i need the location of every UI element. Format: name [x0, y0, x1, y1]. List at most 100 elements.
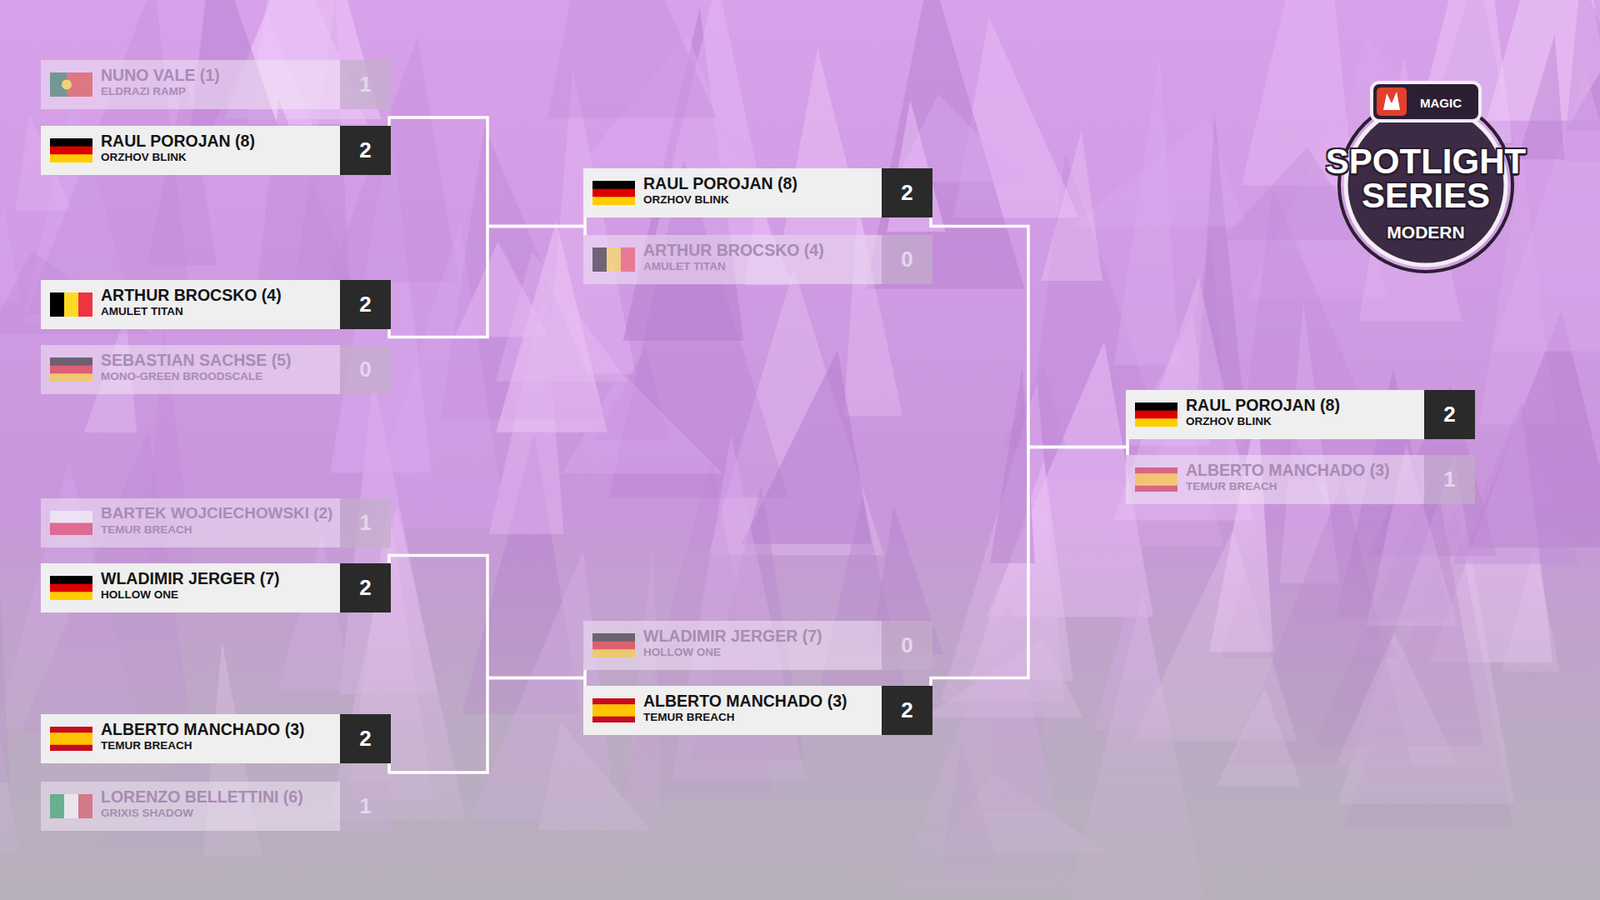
flag-stripe	[592, 641, 635, 650]
bracket-connector	[389, 555, 585, 679]
flag-stripe	[50, 357, 93, 366]
flag-stripe	[50, 591, 93, 600]
match-score: 1	[1424, 455, 1475, 505]
flag-stripe	[50, 365, 93, 375]
flag-emblem	[61, 80, 72, 90]
mountain-spike	[741, 350, 872, 545]
background-fade	[0, 516, 1600, 900]
flag-stripe	[50, 584, 93, 593]
player-name: LORENZO BELLETTINI (6)	[100, 788, 304, 806]
flag-stripe	[50, 575, 93, 585]
mountain-spike	[1040, 130, 1103, 281]
logo-emblem	[1376, 87, 1407, 116]
flag-stripe	[592, 633, 635, 642]
flag-stripe	[592, 704, 635, 717]
player-text: NUNO VALE (1)ELDRAZI RAMP	[100, 60, 340, 110]
flag-stripe	[1135, 485, 1178, 492]
deck-name: TEMUR BREACH	[1185, 480, 1420, 494]
mountain-spike	[562, 370, 724, 474]
eliminated-player-box: ARTHUR BROCSKO (4)AMULET TITAN0	[583, 235, 933, 285]
match-score: 2	[881, 168, 933, 218]
country-flag	[50, 138, 93, 163]
flag-stripe	[64, 794, 80, 819]
deck-name: TEMUR BREACH	[100, 523, 335, 537]
bracket-connector	[930, 217, 1128, 448]
match-score: 1	[340, 781, 391, 831]
bracket-connector	[389, 226, 585, 338]
match-score: 2	[340, 563, 391, 613]
match-score: 0	[881, 620, 933, 670]
logo-text: SPOTLIGHT	[1325, 144, 1526, 180]
player-name: ALBERTO MANCHADO (3)	[100, 720, 305, 739]
flag-stripe	[1135, 402, 1178, 411]
flag-stripe	[50, 138, 93, 147]
player-name: ARTHUR BROCSKO (4)	[643, 241, 825, 260]
flag-stripe	[592, 196, 635, 205]
bracket-connector	[389, 117, 585, 227]
flag-stripe	[64, 292, 80, 317]
deck-name: AMULET TITAN	[100, 305, 335, 319]
deck-name: GRIXIS SHADOW	[100, 806, 335, 820]
flag-stripe	[606, 247, 622, 272]
eliminated-player-box: LORENZO BELLETTINI (6)GRIXIS SHADOW 1	[40, 781, 391, 831]
country-flag	[592, 247, 635, 272]
winning-player-box: RAUL POROJAN (8)ORZHOV BLINK2	[1125, 390, 1475, 440]
player-text: ALBERTO MANCHADO (3)TEMUR BREACH	[1185, 455, 1425, 505]
player-name: RAUL POROJAN (8)	[1185, 396, 1340, 415]
bracket-connector	[930, 447, 1128, 687]
player-text: WLADIMIR JERGER (7)HOLLOW ONE	[643, 620, 882, 670]
deck-name: TEMUR BREACH	[643, 710, 877, 725]
logo-ring	[1339, 98, 1513, 272]
country-flag	[1135, 467, 1178, 492]
country-flag	[50, 72, 93, 97]
flag-stripe	[592, 649, 635, 658]
player-name: ALBERTO MANCHADO (3)	[1185, 461, 1390, 480]
match-score: 2	[881, 685, 933, 735]
player-name: WLADIMIR JERGER (7)	[100, 570, 280, 588]
deck-name: ORZHOV BLINK	[643, 193, 877, 207]
flag-stripe	[592, 180, 635, 190]
match-score: 0	[340, 345, 391, 395]
bracket-connector	[389, 678, 585, 774]
mountain-spike	[327, 36, 459, 283]
player-text: RAUL POROJAN (8)ORZHOV BLINK	[1185, 390, 1425, 440]
flag-stripe	[50, 292, 65, 317]
match-score: 0	[881, 235, 933, 285]
player-name: RAUL POROJAN (8)	[643, 175, 798, 193]
player-name: BARTEK WOJCIECHOWSKI (2)	[100, 505, 333, 523]
flag-stripe	[592, 716, 635, 723]
eliminated-player-box: SEBASTIAN SACHSE (5)MONO-GREEN BROODSCAL…	[40, 345, 391, 395]
eliminated-player-box: ALBERTO MANCHADO (3)TEMUR BREACH1	[1125, 455, 1475, 505]
winning-player-box: ALBERTO MANCHADO (3)TEMUR BREACH2	[583, 685, 933, 735]
player-text: RAUL POROJAN (8)ORZHOV BLINK	[100, 125, 340, 175]
player-name: RAUL POROJAN (8)	[100, 132, 255, 150]
flag-stripe	[1135, 418, 1178, 427]
match-score: 2	[340, 125, 391, 175]
player-name: SEBASTIAN SACHSE (5)	[100, 351, 292, 370]
flag-stripe	[1135, 410, 1178, 420]
flag-stripe	[50, 794, 65, 819]
deck-name: ELDRAZI RAMP	[100, 85, 335, 99]
winning-player-box: WLADIMIR JERGER (7)HOLLOW ONE 2	[40, 563, 391, 613]
mountain-spike	[1114, 52, 1180, 365]
player-text: ARTHUR BROCSKO (4)AMULET TITAN	[643, 235, 882, 285]
flag-stripe	[1135, 467, 1178, 475]
eliminated-player-box: WLADIMIR JERGER (7)HOLLOW ONE0	[583, 620, 933, 670]
country-flag	[50, 510, 93, 535]
flag-stripe	[1135, 473, 1178, 486]
player-text: ALBERTO MANCHADO (3)TEMUR BREACH	[643, 685, 882, 735]
flag-stripe	[50, 510, 93, 524]
mountain-spike	[866, 0, 1025, 290]
deck-name: ORZHOV BLINK	[100, 150, 335, 165]
flag-stripe	[592, 189, 635, 198]
deck-name: HOLLOW ONE	[100, 588, 335, 602]
logo-mark	[1383, 91, 1400, 110]
player-name: ARTHUR BROCSKO (4)	[100, 286, 282, 305]
player-name: ALBERTO MANCHADO (3)	[643, 692, 847, 710]
country-flag	[50, 357, 93, 382]
deck-name: ORZHOV BLINK	[1185, 415, 1420, 429]
player-text: RAUL POROJAN (8)ORZHOV BLINK	[643, 168, 882, 218]
match-score: 2	[1424, 390, 1475, 440]
